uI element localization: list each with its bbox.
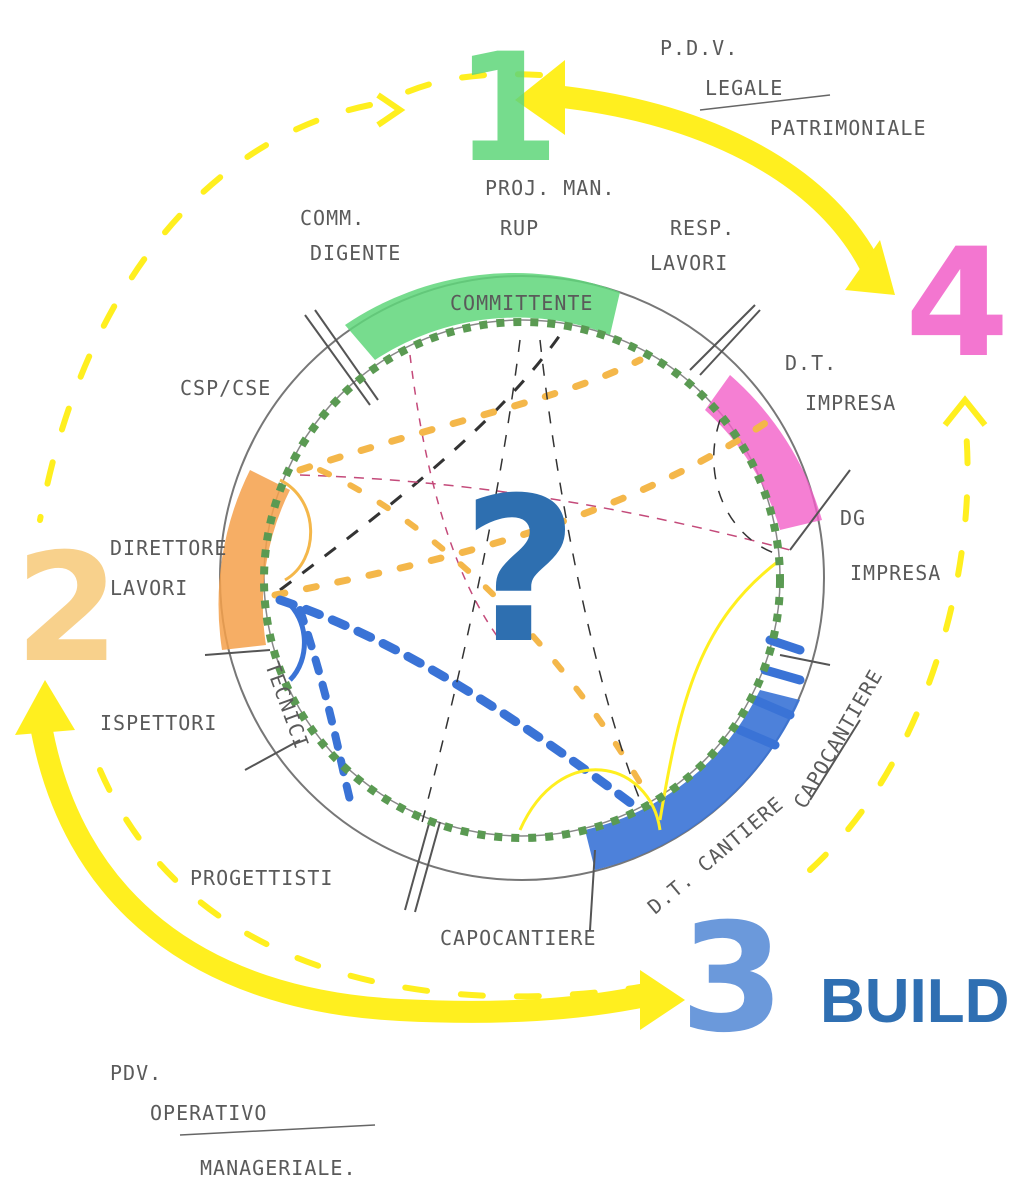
- label-dt-impresa-1: D.T.: [785, 351, 837, 375]
- label-ispettori: ISPETTORI: [100, 711, 217, 735]
- brand-wordmark: BUILDI: [820, 967, 1010, 1036]
- arrow-2-to-3: [29, 709, 661, 1023]
- label-proj-man-2: RUP: [500, 216, 539, 240]
- arrow-1-to-4-head-a: [515, 60, 565, 135]
- label-committente: COMMITTENTE: [450, 291, 593, 315]
- note-top-right-line1: P.D.V.: [660, 36, 738, 60]
- arrow-2-to-3-head-a: [15, 680, 75, 735]
- label-csp-cse: CSP/CSE: [180, 376, 271, 400]
- relationship-lines: [271, 334, 791, 831]
- label-dg-impresa-2: IMPRESA: [850, 561, 941, 585]
- outer-dashed-cycle: [37, 71, 971, 1000]
- label-resp-lavori-1: RESP.: [670, 216, 735, 240]
- phase-3-number: 3: [680, 892, 784, 1066]
- label-direttore-lavori-2: LAVORI: [110, 576, 188, 600]
- note-bottom-left-line3: MANAGERIALE.: [200, 1156, 357, 1180]
- sector-impresa: [705, 375, 822, 530]
- label-dg-impresa-1: DG: [840, 506, 866, 530]
- label-tecnici: TECNICI: [260, 659, 314, 753]
- label-direttore-lavori-1: DIRETTORE: [110, 536, 227, 560]
- note-top-right-rule: [699, 94, 831, 111]
- label-comm-dirigente-2: DIGENTE: [310, 241, 401, 265]
- label-proj-man-1: PROJ. MAN.: [485, 176, 615, 200]
- phase-1-number: 1: [455, 22, 559, 196]
- note-bottom-left-line1: PDV.: [110, 1061, 162, 1085]
- phase-4-number: 4: [905, 217, 1009, 391]
- dashed-arrowhead-right: [942, 395, 988, 427]
- ring-separators: [204, 304, 861, 931]
- note-top-right-line2: LEGALE: [705, 76, 783, 100]
- label-comm-dirigente-1: COMM.: [300, 206, 365, 230]
- dashed-arrowhead-top: [376, 92, 406, 128]
- label-capocantiere-bottom: CAPOCANTIERE: [440, 926, 597, 950]
- phase-2-number: 2: [15, 522, 119, 696]
- label-dt-impresa-2: IMPRESA: [805, 391, 896, 415]
- sector-direttore-lavori: [218, 470, 290, 650]
- focus-dotted-circle: [260, 318, 784, 842]
- note-bottom-left-line2: OPERATIVO: [150, 1101, 267, 1125]
- sector-cantiere: [585, 690, 800, 870]
- label-resp-lavori-2: LAVORI: [650, 251, 728, 275]
- center-question-mark: ?: [462, 455, 578, 688]
- sector-committente: [345, 272, 620, 360]
- note-bottom-left-rule: [179, 1124, 376, 1136]
- note-top-right-line3: PATRIMONIALE: [770, 116, 927, 140]
- arrow-2-to-3-head-b: [640, 970, 685, 1030]
- arrow-1-to-4: [534, 84, 881, 276]
- sector-cantiere-strokes: [735, 635, 805, 750]
- label-progettisti: PROGETTISTI: [190, 866, 333, 890]
- arrow-1-to-4-head-b: [845, 240, 895, 295]
